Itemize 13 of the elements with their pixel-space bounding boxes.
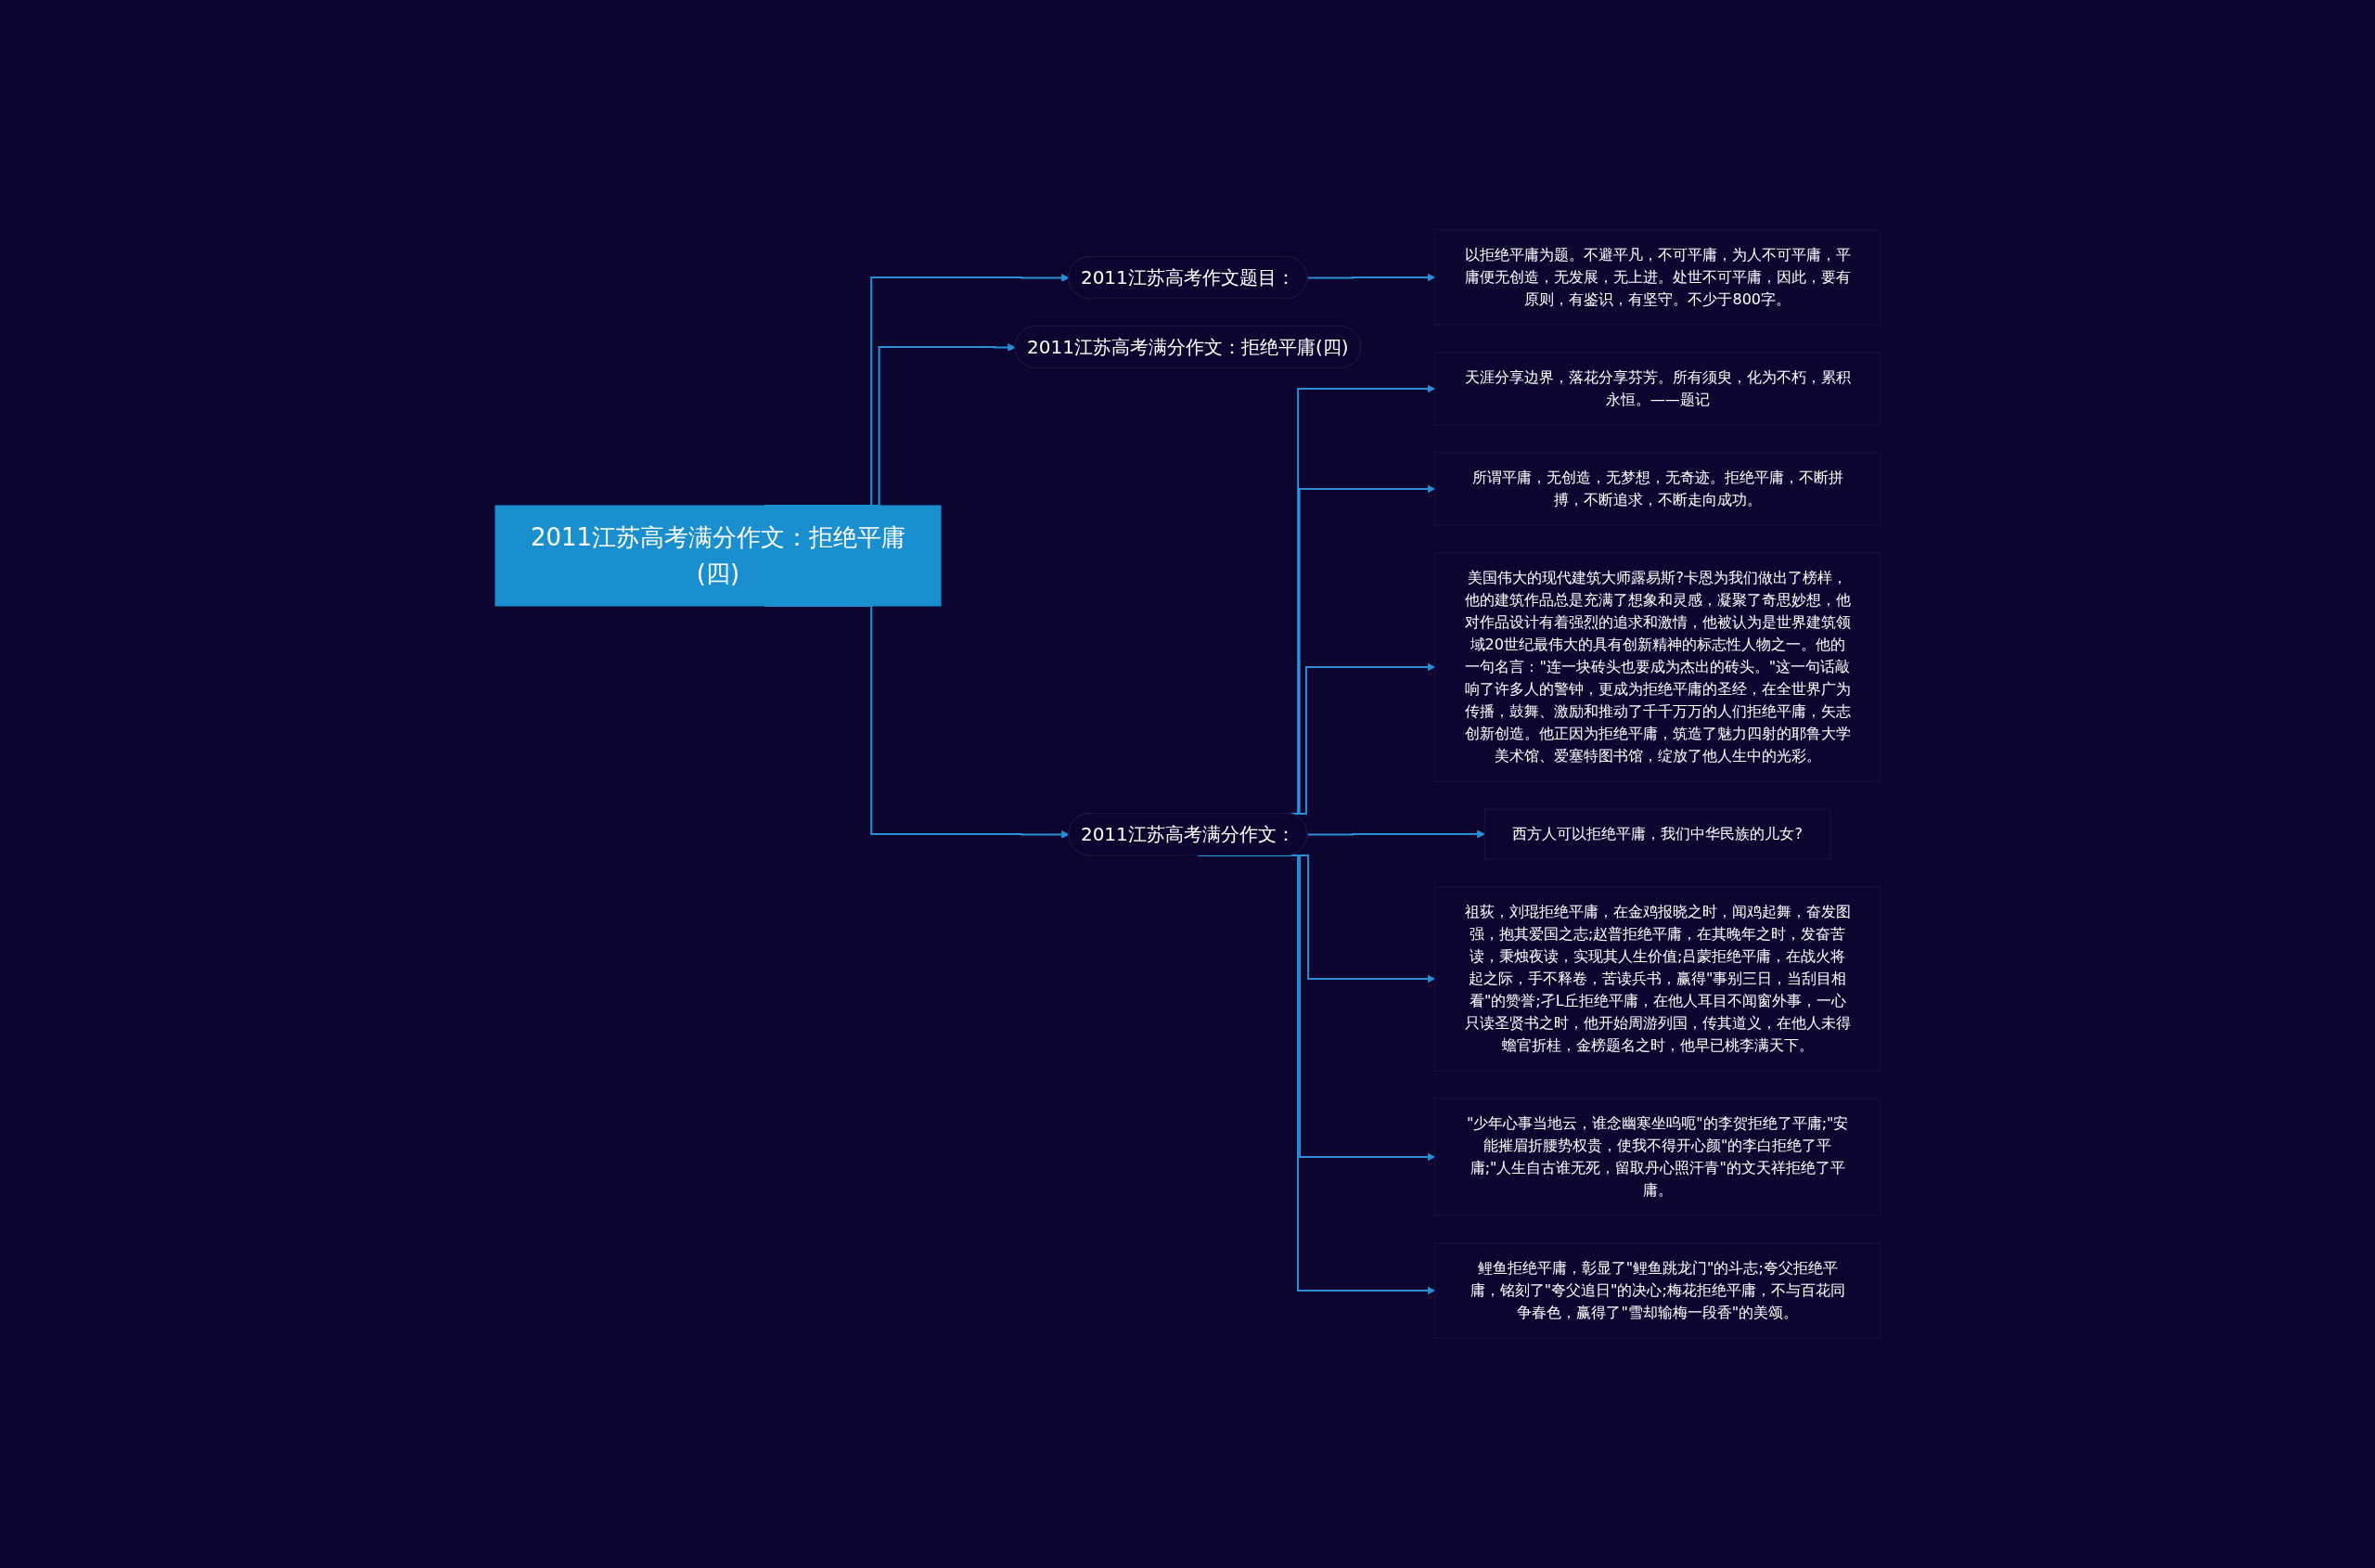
node-box: 鲤鱼拒绝平庸，彰显了"鲤鱼跳龙门"的斗志;夸父拒绝平庸，铭刻了"夸父追日"的决心;梅花拒绝平庸，不与百花同争春色，赢得了"雪却输梅一段香"的美颂。 xyxy=(1433,1242,1881,1339)
node-text: 2011江苏高考作文题目： xyxy=(1080,266,1295,289)
arrow xyxy=(1306,829,1485,839)
node-box: 天涯分享边界，落花分享芬芳。所有须臾，化为不朽，累积永恒。——题记 xyxy=(1433,352,1881,426)
node-box: 祖荻，刘琨拒绝平庸，在金鸡报晓之时，闻鸡起舞，奋发图强，抱其爱国之志;赵普拒绝平庸，在其晚年之时，发奋苦读，秉烛夜读，实现其人生价值;吕蒙拒绝平庸，在战火将起之际，手不释卷，苦读兵书，赢得"事别三日，当刮目相看"的赞誉;孑L丘拒绝平庸，在他人耳目不闻窗外事，一心只读圣贤书之时，他开始周游列国，传其道义，在他人未得蟾官折桂，金榜题名之时，他早已桃李满天下。 xyxy=(1433,886,1881,1072)
node-box: 西方人可以拒绝平庸，我们中华民族的儿女? xyxy=(1483,808,1831,860)
node-box: 2011江苏高考满分作文：拒绝平庸(四) xyxy=(494,505,942,607)
arrow xyxy=(1306,273,1435,282)
node-text: 2011江苏高考满分作文：拒绝平庸(四) xyxy=(1026,336,1349,358)
node-box: 美国伟大的现代建筑大师露易斯?卡恩为我们做出了榜样，他的建筑作品总是充满了想象和灵感，凝聚了奇思妙想，他对作品设计有着强烈的追求和激情，他被认为是世界建筑领域20世纪最伟大的具有创新精神的标志性人物之一。他的一句名言："连一块砖头也要成为杰出的砖头。"这一句话敲响了许多人的警钟，更成为拒绝平庸的圣经，在全世界广为传播，鼓舞、激励和推动了千千万万的人们拒绝平庸，矢志创新创造。他正因为拒绝平庸，筑造了魅力四射的耶鲁大学美术馆、爱塞特图书馆，绽放了他人生中的光彩。 xyxy=(1433,552,1881,782)
node-box: 所谓平庸，无创造，无梦想，无奇迹。拒绝平庸，不断拼搏，不断追求，不断走向成功。 xyxy=(1433,452,1881,526)
node-box: "少年心事当地云，谁念幽寒坐呜呃"的李贺拒绝了平庸;"安能摧眉折腰势权贵，使我不得开心颜"的李白拒绝了平庸;"人生自古谁无死，留取丹心照汗青"的文天祥拒绝了平庸。 xyxy=(1433,1098,1881,1216)
node-box: 以拒绝平庸为题。不避平凡，不可平庸，为人不可平庸，平庸便无创造，无发展，无上进。处世不可平庸，因此，要有原则，有鉴识，有坚守。不少于800字。 xyxy=(1433,229,1881,326)
